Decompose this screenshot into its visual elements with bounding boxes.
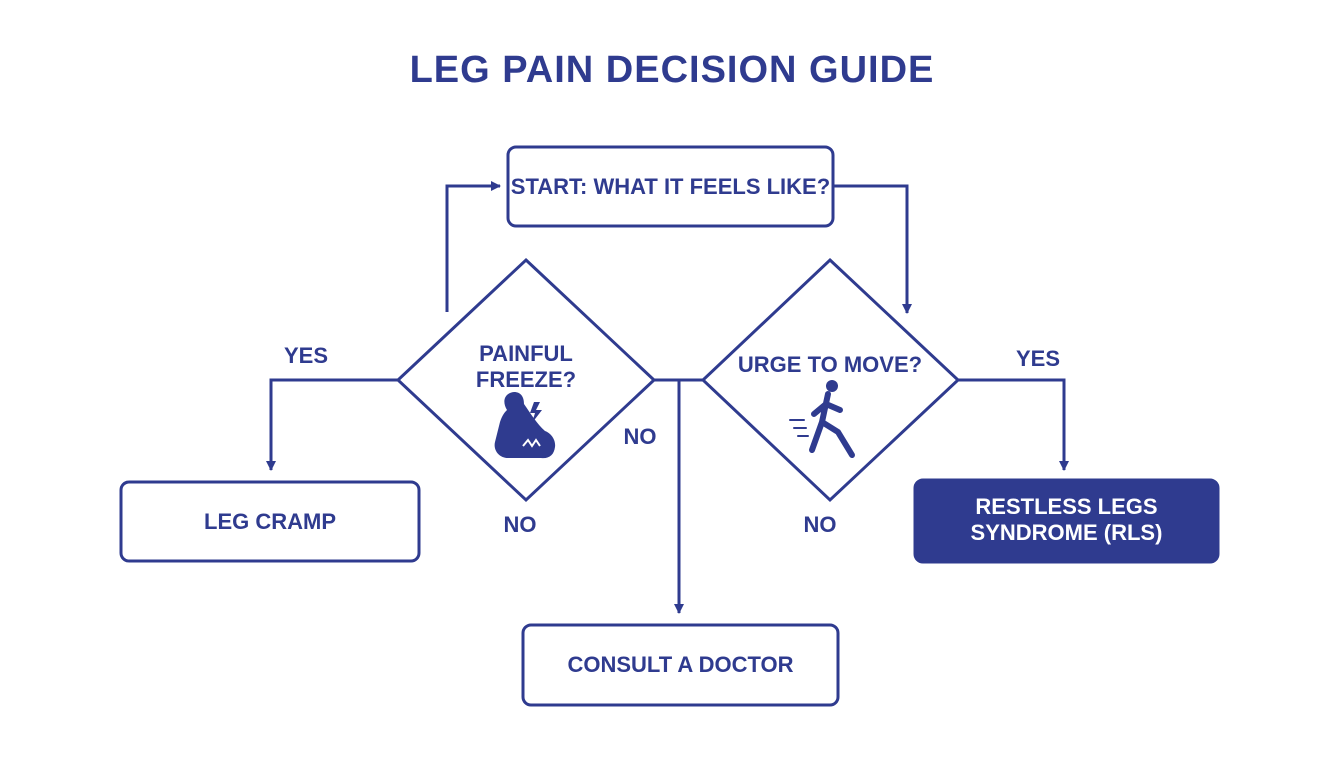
edge-label-urge-yes: YES [1015, 346, 1061, 371]
consult-label: CONSULT A DOCTOR [567, 652, 794, 677]
leg-cramp-box [119, 480, 421, 563]
rls-label-line1: RESTLESS LEGS [975, 494, 1158, 519]
connector-no-to-consult [654, 378, 703, 613]
leg-cramp-label: LEG CRAMP [204, 509, 336, 534]
edge-label-freeze-no-bottom: NO [503, 512, 537, 537]
connector-urge-yes-to-rls [958, 378, 1069, 471]
painful-freeze-label-line2: FREEZE? [475, 367, 577, 393]
connector-start-to-urge [834, 184, 912, 314]
painful-freeze-label: PAINFUL FREEZE? [446, 341, 606, 394]
painful-freeze-label-line1: PAINFUL [479, 341, 573, 366]
urge-to-move-diamond [700, 257, 961, 503]
painful-freeze-diamond [395, 257, 657, 503]
edge-label-urge-no: NO [803, 512, 837, 537]
rls-label: RESTLESS LEGS SYNDROME (RLS) [915, 494, 1218, 547]
start-label: START: WHAT IT FEELS LIKE? [510, 174, 831, 199]
connector-freeze-yes-to-cramp [266, 378, 398, 471]
rls-box [913, 478, 1220, 564]
urge-to-move-label: URGE TO MOVE? [737, 352, 923, 377]
flexed-arm-lightning-icon [494, 392, 556, 459]
start-box [506, 145, 835, 228]
running-person-icon [789, 380, 855, 458]
connector-start-to-freeze [445, 181, 501, 312]
rls-label-line2: SYNDROME (RLS) [970, 520, 1163, 546]
consult-box [521, 623, 840, 707]
edge-label-freeze-yes: YES [283, 343, 329, 368]
page-title: LEG PAIN DECISION GUIDE [409, 49, 935, 91]
edge-label-freeze-no-right: NO [623, 424, 657, 449]
